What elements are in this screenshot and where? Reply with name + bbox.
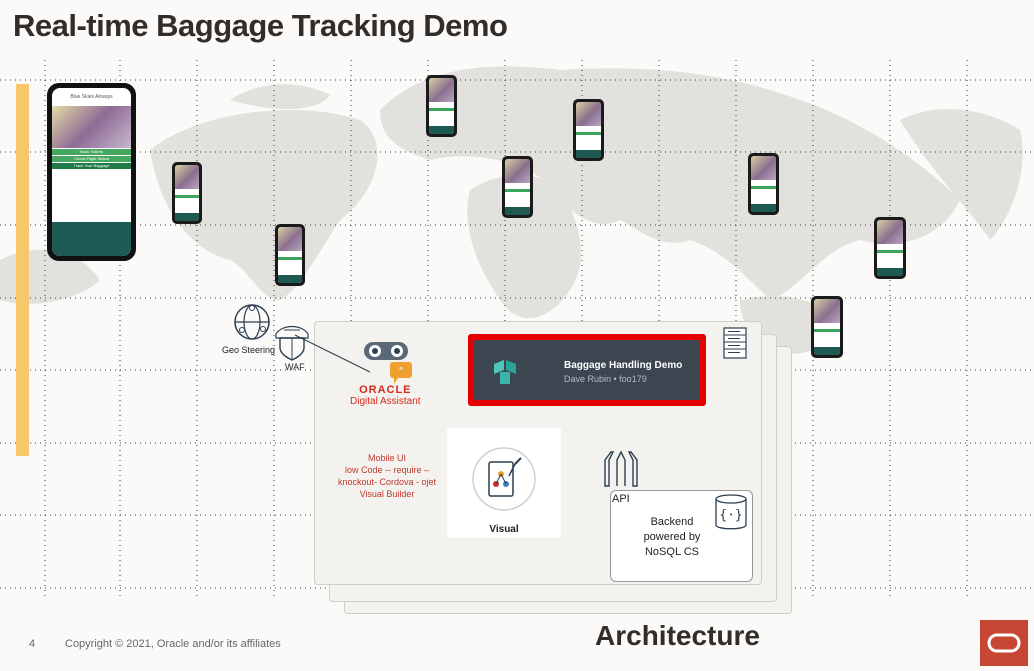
svg-text:{·}: {·}: [719, 508, 742, 523]
app-card-panel: Baggage Handling Demo Dave Rubin • foo17…: [474, 340, 700, 400]
phone-footer: [52, 222, 131, 256]
baggage-handling-app-card[interactable]: Baggage Handling Demo Dave Rubin • foo17…: [468, 334, 706, 406]
svg-text:": ": [399, 366, 404, 377]
visual-builder-box: Visual: [447, 428, 561, 538]
book-tickets-button: Book Tickets: [52, 149, 131, 155]
mobile-ui-line: low Code -- require –: [344, 465, 430, 475]
accent-bar: [16, 84, 29, 456]
phone-australia: [811, 296, 843, 358]
mobile-ui-line: knockout- Cordova - ojet: [337, 477, 437, 487]
phone-hero-image: [52, 106, 131, 148]
oracle-brand-text: ORACLE: [359, 384, 412, 396]
phone-europe: [426, 75, 457, 137]
visual-label: Visual: [489, 524, 519, 535]
oracle-logo-icon: [987, 633, 1021, 653]
mobile-ui-line: Mobile UI: [367, 453, 406, 463]
backend-line: Backend: [650, 516, 694, 528]
check-flight-status-button: Check Flight Status: [52, 156, 131, 162]
api-label: API: [612, 493, 630, 505]
architecture-heading: Architecture: [595, 620, 760, 651]
track-baggage-button: Track Your Baggage: [52, 163, 131, 169]
oracle-digital-assistant: ORACLE Digital Assistant: [350, 384, 421, 407]
slide-title: Real-time Baggage Tracking Demo: [13, 8, 508, 43]
mobile-ui-description: Mobile UI low Code -- require – knockout…: [330, 452, 444, 500]
app-logo-icon: [494, 360, 516, 384]
phone-japan: [874, 217, 906, 279]
backend-box: Backend powered by NoSQL CS {·}: [610, 490, 753, 582]
server-icon: [723, 327, 747, 359]
geo-steering-label: Geo Steering: [222, 345, 276, 355]
phone-asia: [748, 153, 779, 215]
digital-assistant-label: Digital Assistant: [350, 396, 421, 407]
copyright-text: Copyright © 2021, Oracle and/or its affi…: [65, 638, 281, 650]
phone-north-america: [172, 162, 202, 224]
mobile-ui-line: Visual Builder: [359, 489, 415, 499]
app-subtitle: Dave Rubin • foo179: [564, 374, 647, 384]
backend-line: NoSQL CS: [644, 546, 699, 558]
main-phone-mockup: Blue Skies Airways Book Tickets Check Fl…: [47, 83, 136, 261]
waf-shield-icon: [275, 325, 309, 361]
phone-africa: [502, 156, 533, 218]
app-title: Baggage Handling Demo: [564, 360, 683, 371]
visual-builder-icon: [472, 447, 536, 511]
globe-icon: [234, 304, 270, 340]
phone-middle-east: [573, 99, 604, 161]
page-number: 4: [29, 638, 36, 650]
backend-description: Backend powered by NoSQL CS: [637, 515, 707, 560]
api-gateway-icon: [604, 450, 638, 487]
backend-line: powered by: [643, 531, 701, 543]
oracle-logo: [980, 620, 1028, 666]
phone-app-header: Blue Skies Airways: [70, 94, 113, 100]
digital-assistant-robot-icon: ": [364, 342, 412, 384]
connector-line: [294, 334, 371, 373]
waf-label: WAF: [285, 362, 305, 372]
phone-south-us: [275, 224, 305, 286]
nosql-database-icon: {·}: [715, 494, 747, 530]
